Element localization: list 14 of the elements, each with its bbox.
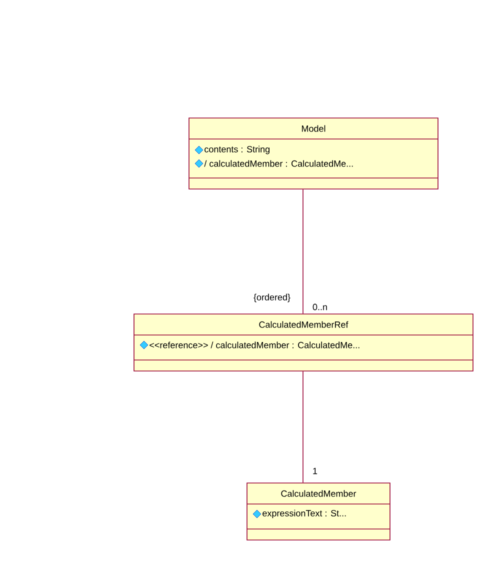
attribute-text: <<reference>> / calculatedMember : CalculatedMe...	[150, 342, 360, 348]
attribute-text: / calculatedMember : CalculatedMe...	[204, 160, 353, 167]
attribute-text: expressionText : St...	[262, 510, 346, 518]
attribute-text: contents : String	[204, 146, 270, 154]
class-box	[188, 118, 438, 190]
association-line	[302, 189, 304, 314]
class-name: Model	[302, 125, 326, 132]
class-name: CalculatedMember	[281, 490, 356, 497]
multiplicity-label: 1	[313, 468, 318, 474]
class-name: CalculatedMemberRef	[259, 321, 348, 328]
class-box	[134, 314, 474, 372]
multiplicity-label: {ordered}	[254, 294, 290, 302]
association-line	[302, 371, 304, 483]
class-box	[246, 482, 390, 540]
